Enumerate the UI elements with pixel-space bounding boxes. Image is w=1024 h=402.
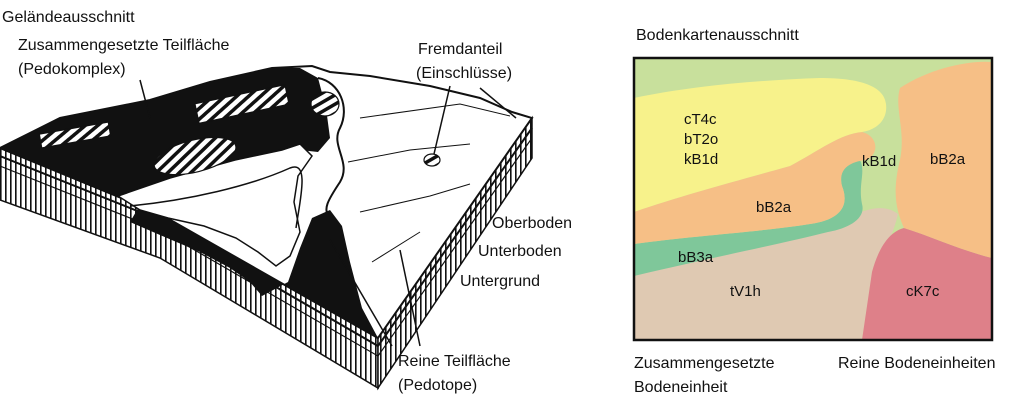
label-foreign-line2: (Einschlüsse) [416,65,512,82]
caption-compound-line1: Zusammengesetzte [634,355,775,372]
foreign-inclusion [423,153,441,167]
caption-compound-line2: Bodeneinheit [634,379,728,396]
hatch-stripe-2 [38,121,112,149]
map-label-green-light: kB1d [862,153,896,170]
map-label-yellow-2: bT2o [684,131,718,148]
hatch-lens-top [310,91,340,117]
leader-foreign-corner [479,87,517,119]
contour-line-1 [359,103,511,119]
unit-red [862,228,992,340]
unit-tan [634,208,898,340]
caption-pure: Reine Bodeneinheiten [838,355,995,372]
contour-line-2 [347,143,471,163]
left-panel-title: Geländeausschnitt [2,9,135,26]
soil-map: cT4c bT2o kB1d kB1d bB2a bB2a bB3a tV1h … [632,56,994,342]
map-label-orange-right: bB2a [930,151,966,168]
label-topsoil: Oberboden [492,215,572,232]
leader-pure-2 [399,249,421,347]
label-substrate: Untergrund [460,273,540,290]
map-label-green-dark: bB3a [678,249,714,266]
terrain-block [0,64,534,391]
horizon-line-right-mid [377,137,533,357]
hatch-lens-center [153,136,237,176]
label-compound-line1: Zusammengesetzte Teilfläche [18,37,229,54]
leader-foreign [433,85,451,155]
map-border [632,56,994,342]
contour-line-3 [359,183,471,213]
leader-compound [139,79,151,119]
valley-band [116,143,313,267]
valley-river [129,166,303,229]
unit-yellow [634,78,887,212]
label-compound-line2: (Pedokomplex) [18,61,126,78]
hatch-stripe-1 [194,83,290,125]
pedotope-boundary [317,77,345,219]
right-panel-title: Bodenkartenausschnitt [636,27,799,44]
map-label-tan: tV1h [730,283,761,300]
label-subsoil: Unterboden [478,243,562,260]
map-label-yellow-1: cT4c [684,111,717,128]
map-label-red: cK7c [906,283,940,300]
label-foreign-line1: Fremdanteil [418,41,502,58]
unit-orange-right [895,61,992,259]
label-pure-line1: Reine Teilfläche [398,353,511,370]
unit-orange-center [634,132,876,244]
map-label-yellow-3: kB1d [684,151,718,168]
map-label-orange-center: bB2a [756,199,792,216]
horizon-line-right-top [377,127,533,347]
leader-pure-1 [329,239,393,347]
label-pure-line2: (Pedotope) [398,377,477,394]
unit-green-dark [634,160,863,276]
contour-line-4 [371,231,421,263]
